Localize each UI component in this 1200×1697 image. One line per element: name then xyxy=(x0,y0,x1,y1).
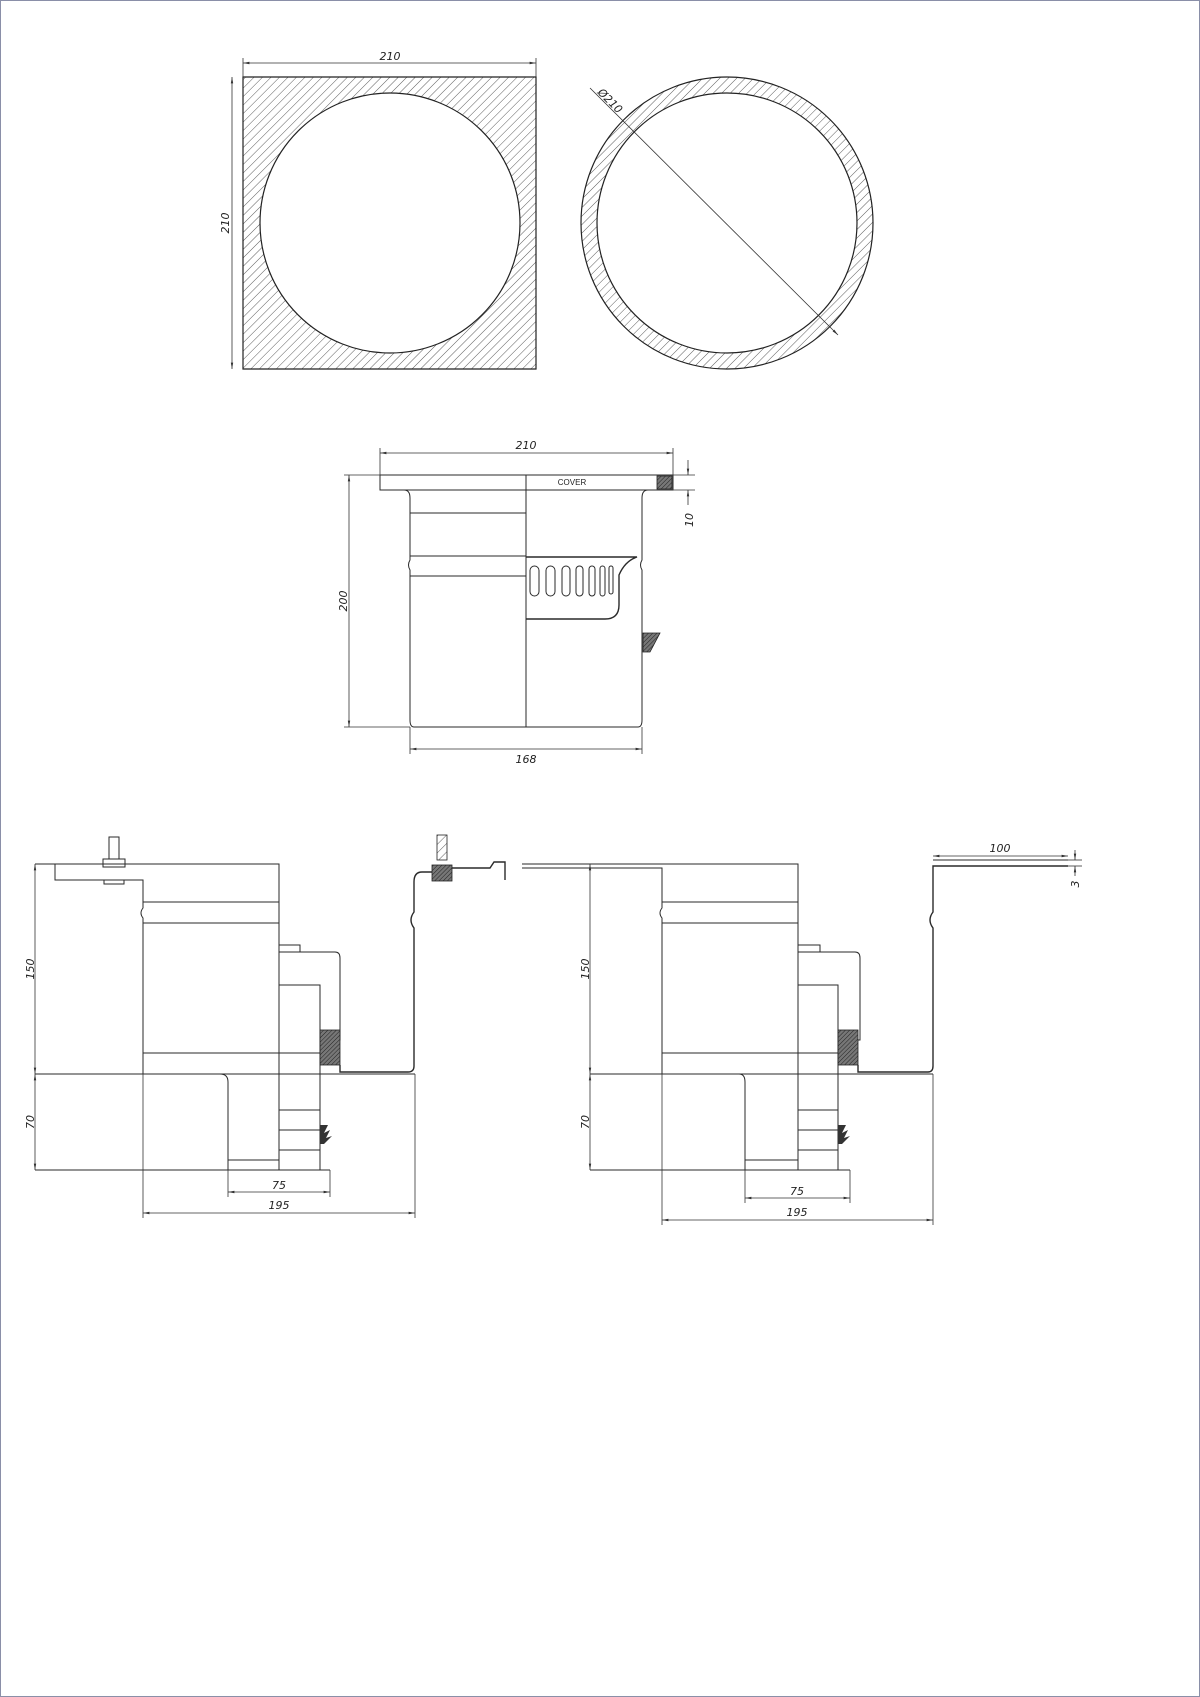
flange-width-dim: 100 xyxy=(990,842,1011,855)
outlet-width-dim: 75 xyxy=(790,1185,804,1198)
drain-section-view: COVER 210 10 200 168 xyxy=(337,439,696,766)
square-height-dim: 210 xyxy=(219,213,232,234)
cover-label: COVER xyxy=(558,478,587,487)
height-dim: 200 xyxy=(337,591,350,612)
round-diameter-dim: Ø210 xyxy=(594,85,625,116)
side-view-with-flange: 100 3 150 70 75 195 xyxy=(522,842,1082,1225)
round-grate-top-view: Ø210 xyxy=(580,76,874,370)
lower-height-dim: 70 xyxy=(24,1115,37,1129)
outlet-width-dim: 75 xyxy=(272,1179,286,1192)
cover-width-dim: 210 xyxy=(516,439,537,452)
side-view-with-clamp: 150 70 75 195 xyxy=(24,834,506,1218)
cover-thickness-dim: 10 xyxy=(683,513,696,527)
upper-height-dim: 150 xyxy=(579,959,592,980)
upper-height-dim: 150 xyxy=(24,959,37,980)
body-diameter-dim: 168 xyxy=(516,753,537,766)
overall-width-dim: 195 xyxy=(269,1199,290,1212)
square-grate-top-view: 210 210 xyxy=(219,50,537,370)
square-width-dim: 210 xyxy=(380,50,401,63)
clamp-bolt xyxy=(431,834,453,882)
basket xyxy=(526,556,638,620)
flange-thickness-dim: 3 xyxy=(1069,881,1082,888)
basket-slots xyxy=(529,565,614,597)
bolt xyxy=(102,836,126,885)
overall-width-dim: 195 xyxy=(787,1206,808,1219)
lower-height-dim: 70 xyxy=(579,1115,592,1129)
